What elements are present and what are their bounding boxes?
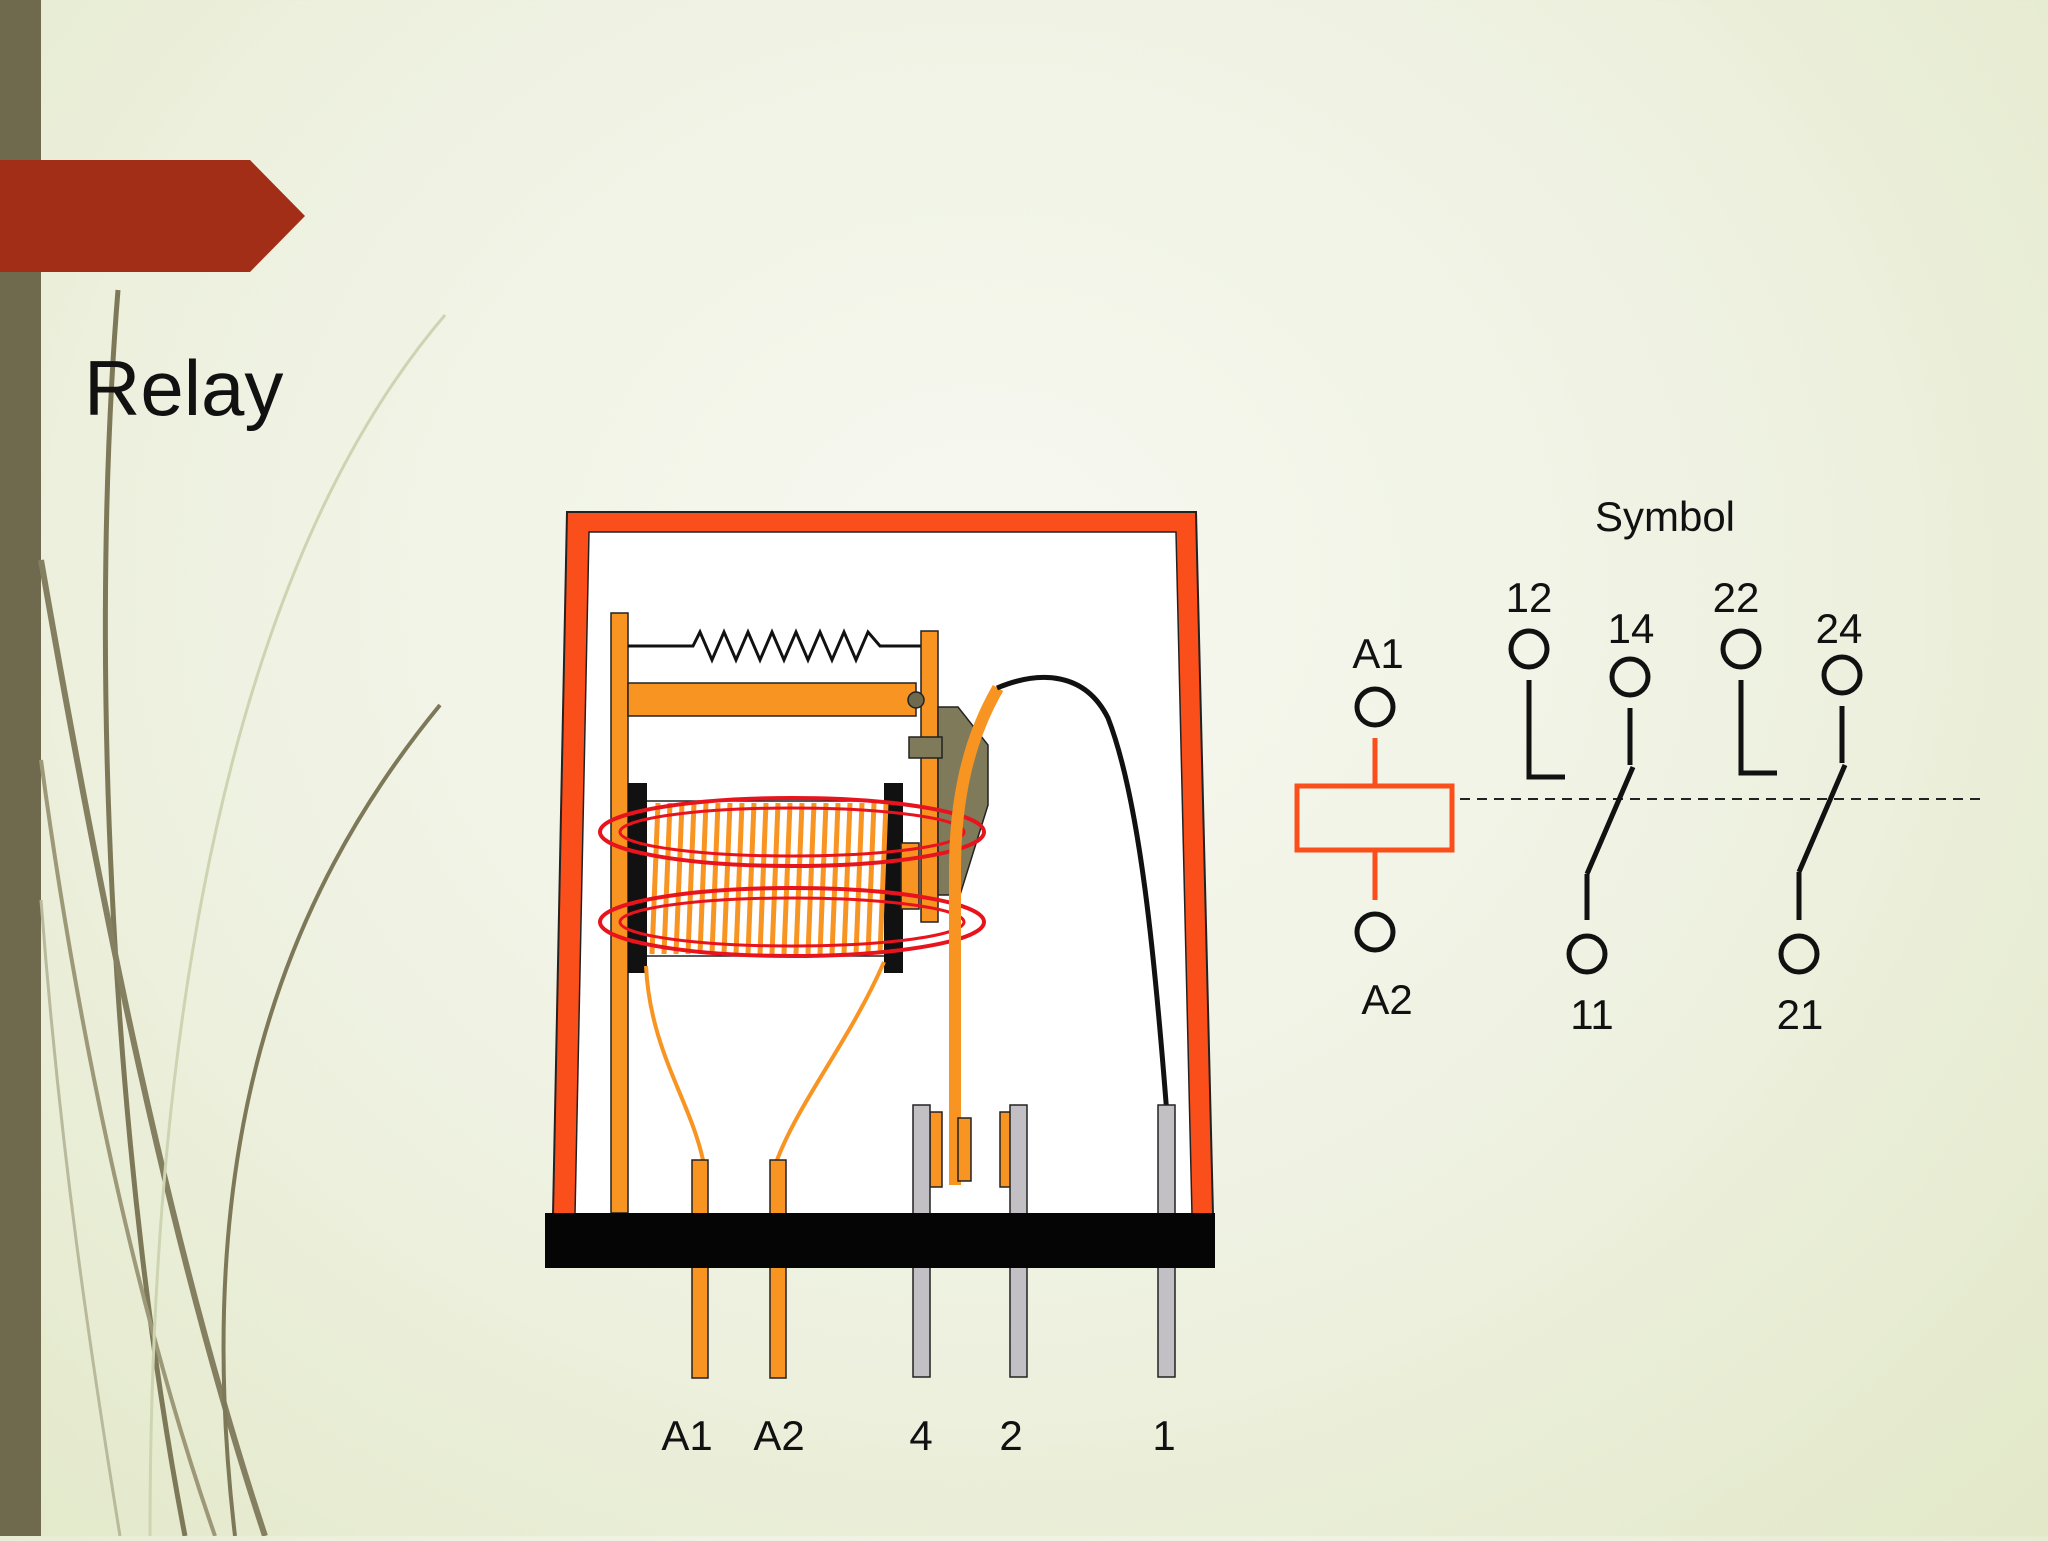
nc-contact-22	[1738, 680, 1777, 776]
armature-pivot	[907, 691, 925, 709]
coil-winding	[865, 802, 877, 955]
terminal-circle	[1821, 654, 1863, 696]
actuator-tab	[908, 736, 943, 759]
contact-label: 14	[1608, 605, 1655, 652]
grass-blade	[39, 899, 122, 1537]
coil-winding	[721, 802, 733, 955]
pin-a1	[691, 1159, 709, 1379]
return-spring	[628, 628, 922, 664]
coil-label-a1: A1	[1352, 630, 1403, 677]
coil-winding	[745, 802, 757, 955]
coil-winding	[709, 802, 721, 955]
pin-label: 2	[999, 1412, 1022, 1459]
pin-label: A2	[753, 1412, 804, 1459]
terminal-circle	[1609, 656, 1651, 698]
coil-lead-wire	[775, 961, 886, 1161]
contact-label: 22	[1713, 574, 1760, 621]
coil-symbol	[1294, 783, 1455, 853]
grass-blade	[221, 703, 442, 1537]
coil-winding	[661, 802, 673, 955]
coil-winding	[853, 802, 865, 955]
moving-contact-pad	[957, 1117, 972, 1182]
coil-winding	[769, 802, 781, 955]
coil-winding	[733, 802, 745, 955]
coil-winding	[877, 802, 889, 955]
coil-winding	[829, 802, 841, 955]
switch-blade-1	[1584, 766, 1636, 875]
coil-winding	[841, 802, 853, 955]
coil-core	[900, 842, 920, 910]
symbol-heading: Symbol	[1595, 493, 1735, 540]
relay-base-front	[545, 1213, 1215, 1268]
coil-winding	[757, 802, 769, 955]
grass-blade	[39, 759, 217, 1537]
coil-winding	[805, 802, 817, 955]
magnetic-field-ring	[598, 796, 986, 868]
coil-winding	[649, 802, 661, 955]
magnetic-field-ring	[618, 896, 966, 948]
coil-flange-right	[884, 783, 903, 973]
pin-label: A1	[661, 1412, 712, 1459]
nc-contact-12	[1526, 680, 1565, 780]
coil-flange-left	[628, 783, 647, 973]
coil-winding	[793, 802, 805, 955]
relay-diagram: A1 A2 4 2 1	[545, 511, 1215, 1459]
coil-winding	[817, 802, 829, 955]
terminal-circle	[1778, 933, 1820, 975]
relay-frame-post	[610, 612, 629, 1214]
pin-a2	[769, 1159, 787, 1379]
armature-arm	[627, 682, 917, 717]
contact-pad-4	[929, 1111, 943, 1188]
common-lead-wire	[996, 675, 1170, 1116]
grass-blade	[148, 314, 447, 1537]
terminal-circle	[1508, 628, 1550, 670]
terminal-circle	[1566, 933, 1608, 975]
magnetic-field-ring	[618, 806, 966, 858]
coil-winding	[673, 802, 685, 955]
terminal-circle	[1720, 628, 1762, 670]
contact-label: 11	[1570, 991, 1614, 1038]
armature-vertical	[920, 630, 939, 923]
coil-label-a2: A2	[1361, 976, 1412, 1023]
slide-title: Relay	[84, 344, 284, 432]
contact-label: 21	[1777, 991, 1824, 1038]
contact-label: 24	[1816, 605, 1863, 652]
coil-lead-wire	[644, 965, 705, 1161]
coil-winding	[781, 802, 793, 955]
terminal-circle	[1354, 911, 1396, 953]
pin-label: 1	[1152, 1412, 1175, 1459]
coil-winding	[697, 802, 709, 955]
coil-winding	[685, 802, 697, 955]
coil-windings	[649, 802, 889, 955]
magnetic-field-ring	[598, 886, 986, 958]
moving-contact-spring	[949, 685, 1004, 1185]
title-tab	[0, 160, 305, 272]
contact-label: 12	[1506, 574, 1553, 621]
switch-blade-2	[1796, 764, 1848, 873]
grass-blade	[102, 289, 188, 1537]
relay-symbol: Symbol A1 A2 12 14 22 24 11 21	[1294, 493, 1982, 1038]
pin-label: 4	[909, 1412, 932, 1459]
terminal-circle	[1354, 686, 1396, 728]
